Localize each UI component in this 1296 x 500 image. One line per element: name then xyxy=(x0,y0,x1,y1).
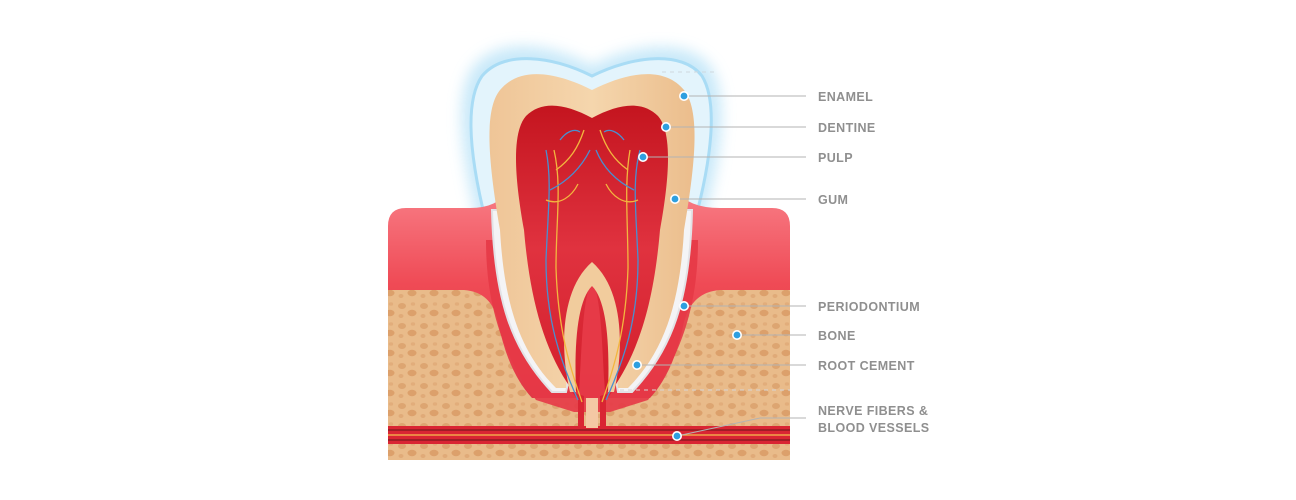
bone xyxy=(388,290,790,460)
marker-bone xyxy=(731,329,742,340)
label-nerve-fibers: NERVE FIBERS & xyxy=(818,404,928,418)
label-gum: GUM xyxy=(818,193,848,207)
marker-enamel xyxy=(678,91,689,102)
marker-periodontium xyxy=(678,300,689,311)
label-periodontium: PERIODONTIUM xyxy=(818,300,920,314)
bone-bottom-strip xyxy=(388,444,790,460)
leader-nerve-fibers xyxy=(676,417,806,437)
label-bone: BONE xyxy=(818,329,856,343)
label-dentine: DENTINE xyxy=(818,121,876,135)
marker-root-cement xyxy=(631,359,642,370)
label-pulp: PULP xyxy=(818,151,853,165)
label-blood-vessels: BLOOD VESSELS xyxy=(818,421,929,435)
label-enamel: ENAMEL xyxy=(818,90,873,104)
marker-gum xyxy=(669,194,680,205)
marker-nerve-fibers xyxy=(671,430,682,441)
marker-dentine xyxy=(660,122,671,133)
central-canal xyxy=(586,398,598,428)
marker-pulp xyxy=(637,152,648,163)
label-root-cement: ROOT CEMENT xyxy=(818,359,915,373)
pulp xyxy=(516,105,668,392)
pulp-vessels xyxy=(545,129,641,403)
inner-dentine xyxy=(564,262,620,392)
